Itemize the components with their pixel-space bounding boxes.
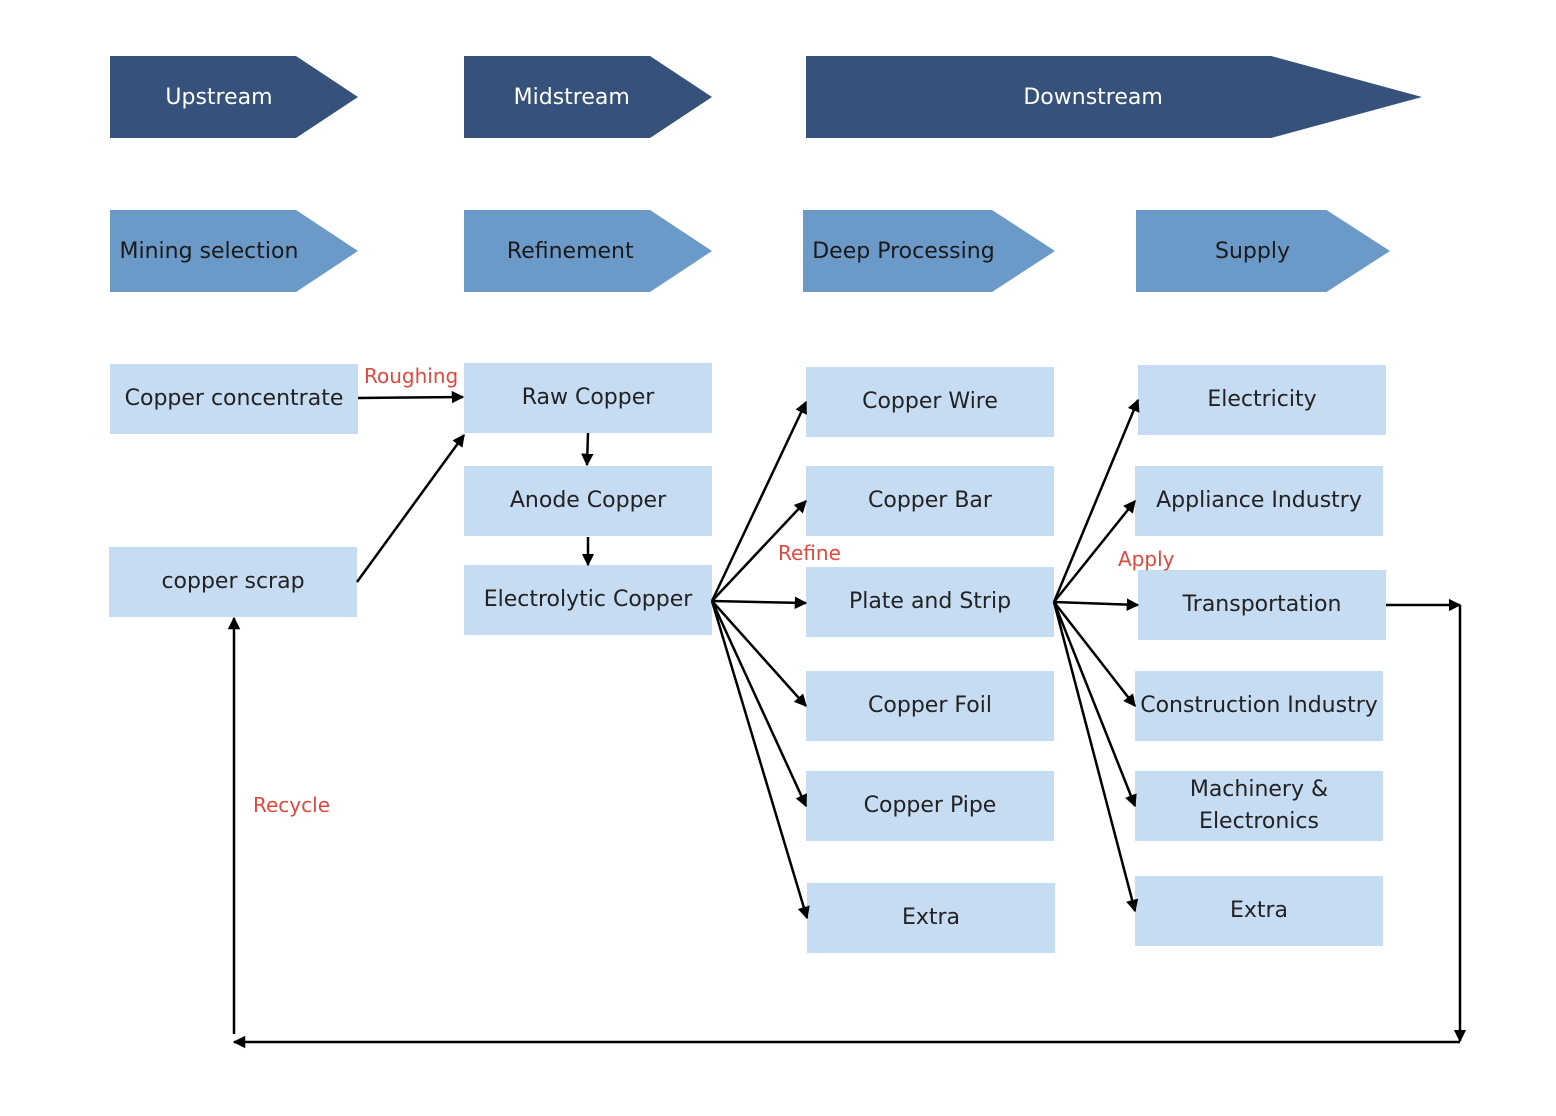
node-copper-pipe: Copper Pipe [806,771,1054,841]
stage-downstream: Downstream [806,56,1422,138]
node-processing-extra: Extra [807,883,1055,953]
edge-concentrate-raw [357,390,465,404]
node-raw-copper: Raw Copper [464,363,712,433]
label-refine: Refine [778,541,841,565]
node-anode-copper: Anode Copper [464,466,712,536]
node-plate-and-strip: Plate and Strip [806,567,1054,637]
edge-apply-extra [1052,601,1139,913]
edge-scrap-raw [355,433,466,583]
edge-refine-foil [711,600,807,707]
edge-apply-machinery [1052,601,1137,808]
edge-apply-appliance [1053,500,1136,603]
node-copper-wire: Copper Wire [806,367,1054,437]
node-copper-concentrate: Copper concentrate [110,364,358,434]
edge-refine-bar [711,500,807,602]
node-copper-scrap: copper scrap [109,547,357,617]
node-electricity: Electricity [1138,365,1386,435]
node-appliance-industry: Appliance Industry [1135,466,1383,536]
edge-refine-plate [711,596,808,610]
node-electrolytic-copper: Electrolytic Copper [464,565,712,635]
phase-mining-selection: Mining selection [110,210,358,292]
edge-refine-extra [710,600,810,920]
node-transportation: Transportation [1138,570,1386,640]
phase-supply: Supply [1136,210,1390,292]
label-roughing: Roughing [364,364,459,388]
edge-refine-pipe [710,600,808,808]
label-recycle: Recycle [253,793,330,817]
stage-upstream: Upstream [110,56,358,138]
edge-apply-electricity [1052,398,1140,603]
node-copper-bar: Copper Bar [806,466,1054,536]
edge-apply-transportation [1053,598,1140,611]
edge-raw-anode [581,432,594,467]
label-apply: Apply [1118,547,1175,571]
node-supply-extra: Extra [1135,876,1383,946]
node-construction-industry: Construction Industry [1135,671,1383,741]
node-machinery-electronics: Machinery & Electronics [1135,771,1383,841]
edge-refine-wire [710,400,808,602]
edge-apply-construction [1053,601,1136,707]
node-copper-foil: Copper Foil [806,671,1054,741]
